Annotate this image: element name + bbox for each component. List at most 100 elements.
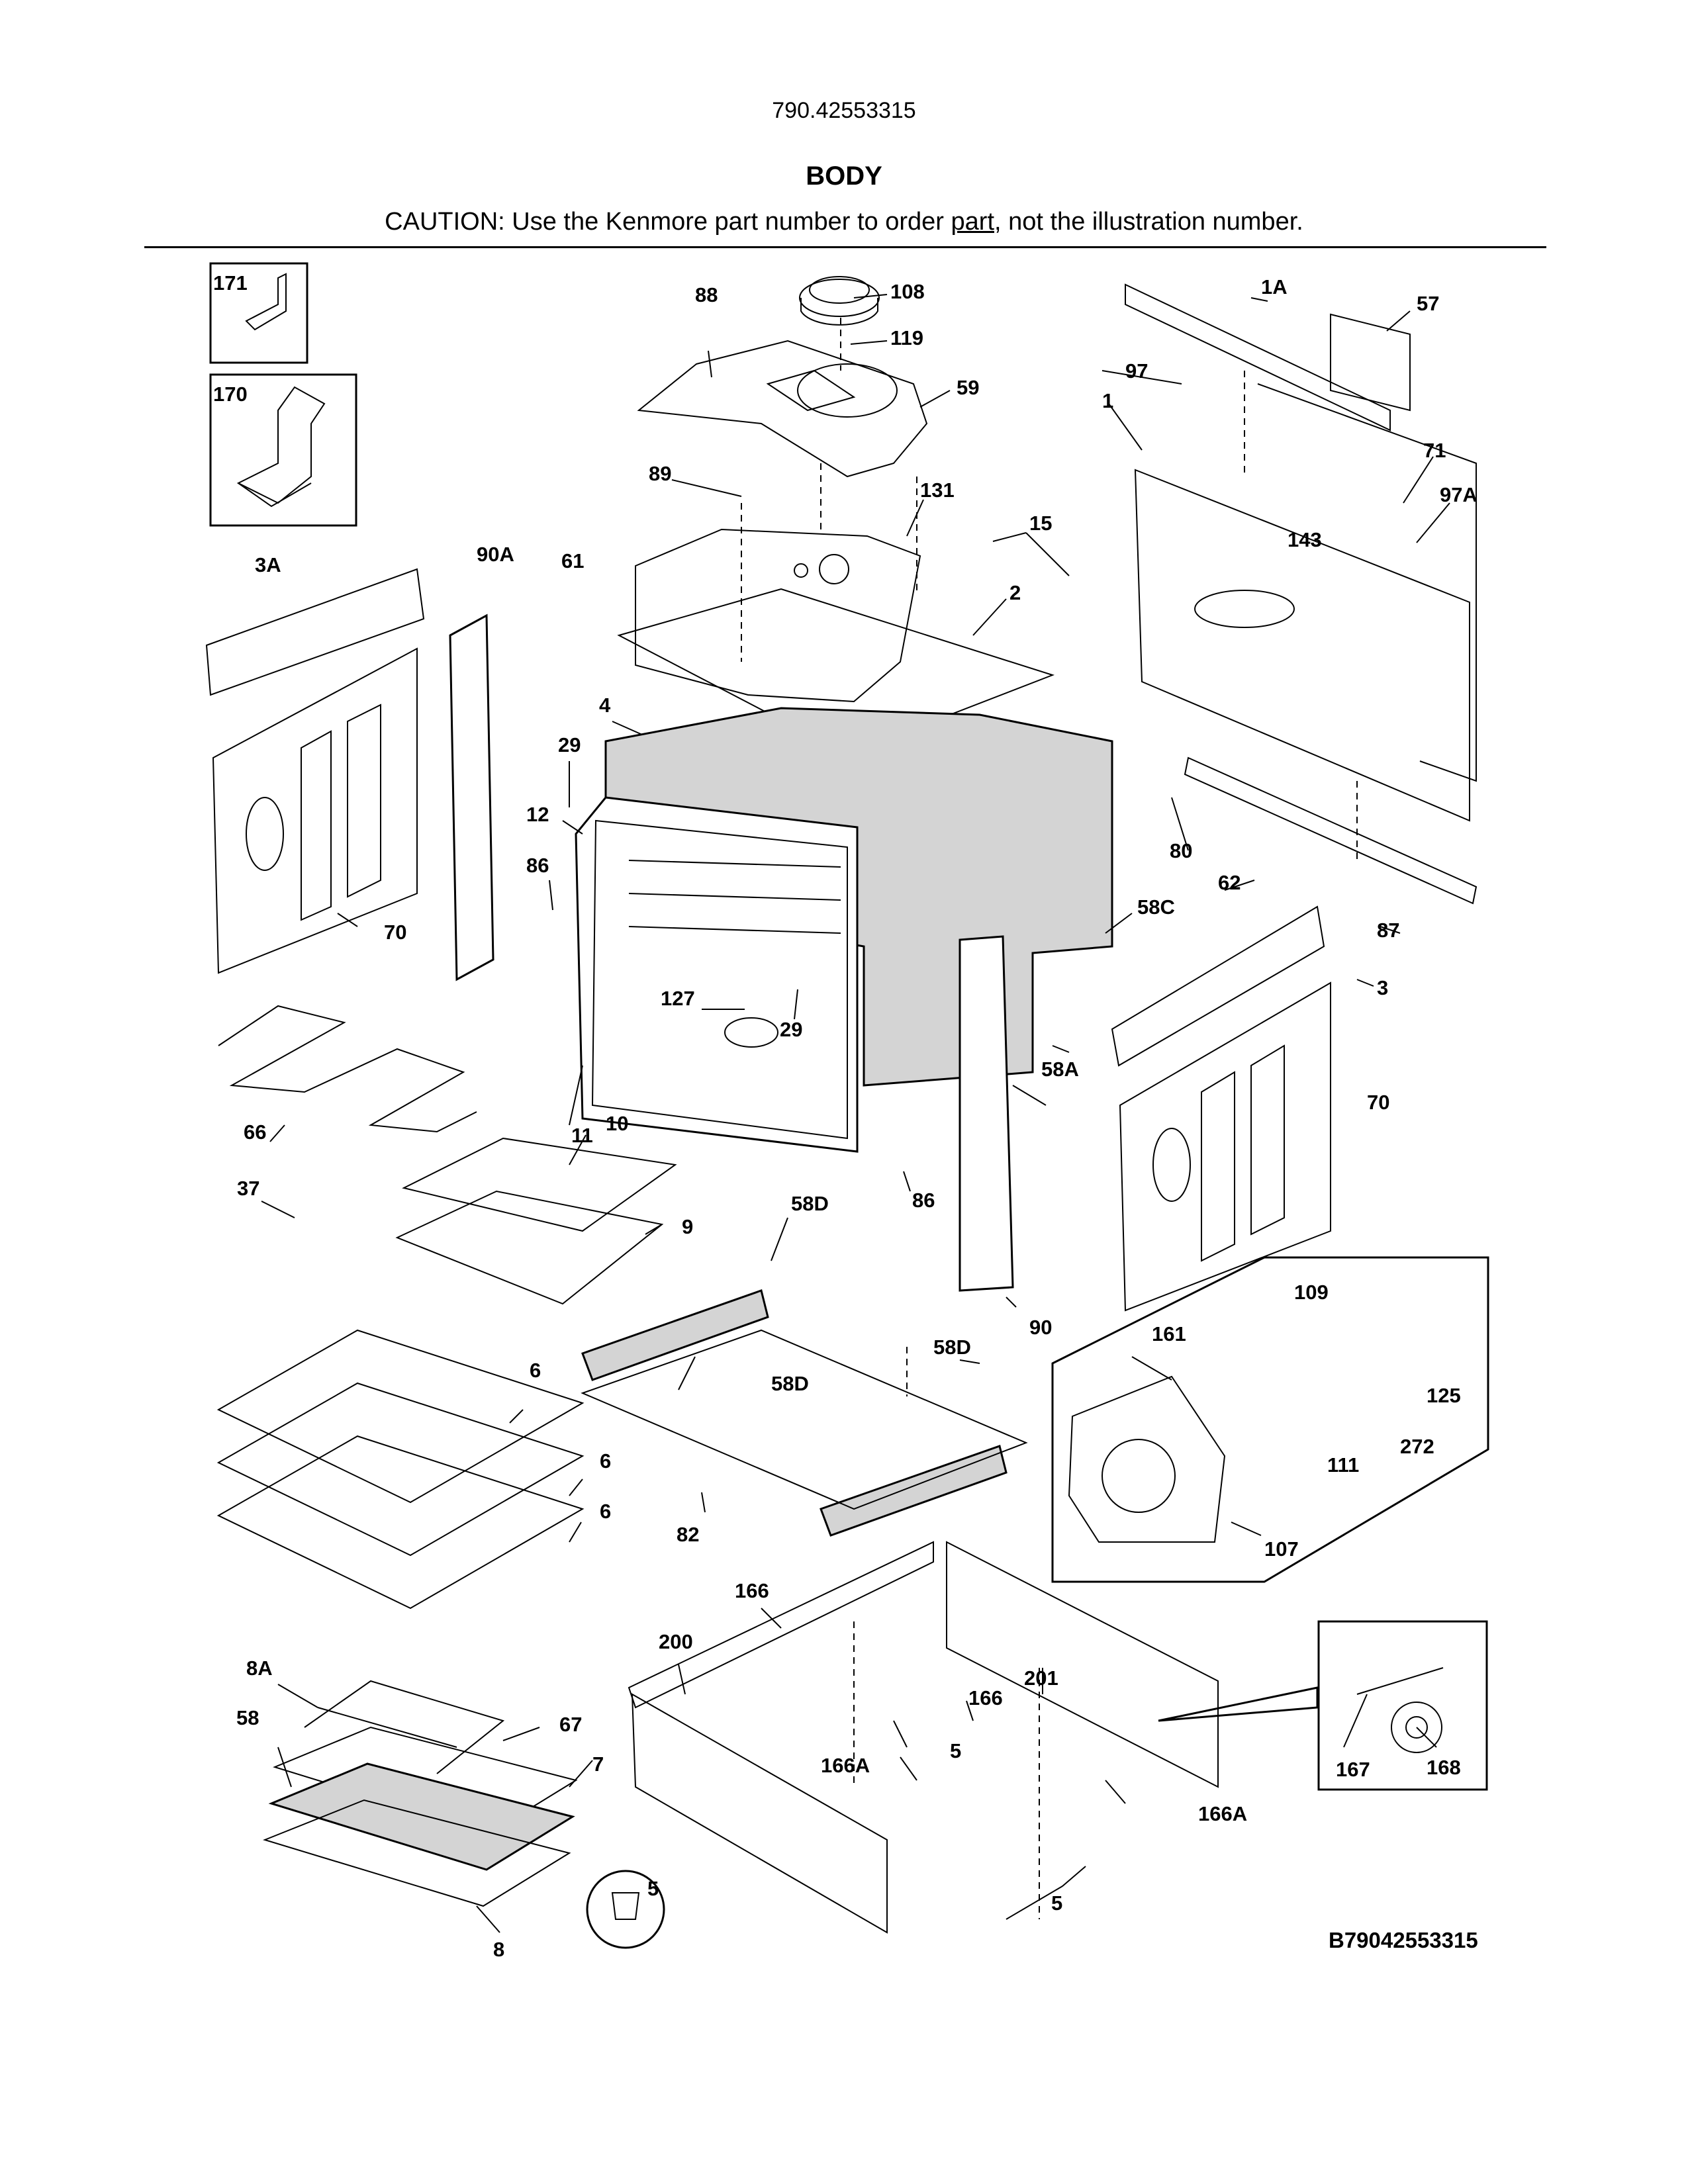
callout-125[interactable]: 125 xyxy=(1427,1384,1461,1407)
callout-62[interactable]: 62 xyxy=(1218,871,1241,894)
model-number: 790.42553315 xyxy=(772,98,916,123)
callout-61[interactable]: 61 xyxy=(561,549,585,572)
callout-131[interactable]: 131 xyxy=(920,478,955,502)
top-duct-88-59 xyxy=(637,340,928,478)
callout-3A[interactable]: 3A xyxy=(255,553,281,576)
side-panel-3 xyxy=(1111,905,1325,1067)
callout-29-lower[interactable]: 29 xyxy=(780,1018,803,1041)
callout-15[interactable]: 15 xyxy=(1029,512,1053,535)
callout-5-lower[interactable]: 5 xyxy=(1051,1891,1063,1915)
drawing-code: B79042553315 xyxy=(1329,1928,1478,1952)
callout-107[interactable]: 107 xyxy=(1264,1537,1299,1561)
callout-8[interactable]: 8 xyxy=(493,1938,505,1961)
callout-166A-right[interactable]: 166A xyxy=(1198,1802,1248,1825)
broiler-pan-10-9 xyxy=(395,1137,677,1305)
callout-12[interactable]: 12 xyxy=(526,803,549,826)
callout-11[interactable]: 11 xyxy=(571,1124,593,1147)
callout-58A[interactable]: 58A xyxy=(1041,1058,1079,1081)
callout-66[interactable]: 66 xyxy=(244,1120,267,1144)
callout-168[interactable]: 168 xyxy=(1427,1756,1461,1779)
detail-box-171 xyxy=(209,262,308,364)
callout-rack-6-bottom[interactable]: 6 xyxy=(600,1500,612,1523)
callout-143[interactable]: 143 xyxy=(1288,528,1322,551)
top-trim-1A xyxy=(1125,283,1391,432)
callout-29-upper[interactable]: 29 xyxy=(558,733,581,756)
callout-82[interactable]: 82 xyxy=(677,1523,700,1546)
callout-80[interactable]: 80 xyxy=(1170,839,1193,862)
back-panel-71 xyxy=(1257,383,1477,782)
callout-58D-center[interactable]: 58D xyxy=(771,1372,809,1395)
callout-111[interactable]: 111 xyxy=(1327,1453,1360,1477)
side-panel-70-right xyxy=(1119,981,1331,1312)
callout-37[interactable]: 37 xyxy=(237,1177,260,1200)
callout-170[interactable]: 170 xyxy=(213,383,248,406)
callout-rack-6-middle[interactable]: 6 xyxy=(600,1449,612,1473)
header-divider xyxy=(144,246,1546,248)
callout-58C[interactable]: 58C xyxy=(1137,895,1175,919)
callout-89[interactable]: 89 xyxy=(649,462,672,485)
callout-58D-right[interactable]: 58D xyxy=(933,1336,971,1359)
detail-box-convection-fan xyxy=(1051,1256,1489,1583)
callout-171[interactable]: 171 xyxy=(213,271,248,295)
caution-text: CAUTION: Use the Kenmore part number to … xyxy=(0,208,1688,236)
lower-frame-200-201 xyxy=(628,1541,1219,1934)
callout-97[interactable]: 97 xyxy=(1125,359,1149,383)
side-panel-70-left xyxy=(212,647,418,974)
bottom-panels-58-7-8 xyxy=(262,1726,578,1907)
callout-57[interactable]: 57 xyxy=(1417,292,1440,315)
callout-58D-top[interactable]: 58D xyxy=(791,1192,829,1215)
inner-top-plate-131 xyxy=(635,528,921,703)
callout-86-upper[interactable]: 86 xyxy=(526,854,549,877)
callout-10[interactable]: 10 xyxy=(606,1112,629,1135)
callout-8A[interactable]: 8A xyxy=(246,1657,273,1680)
callout-166A-left[interactable]: 166A xyxy=(821,1754,870,1777)
callout-88[interactable]: 88 xyxy=(695,283,718,306)
callout-166-right[interactable]: 166 xyxy=(968,1686,1003,1709)
callout-5-upper[interactable]: 5 xyxy=(950,1739,962,1762)
caution-link-part[interactable]: part xyxy=(951,208,994,236)
callout-109[interactable]: 109 xyxy=(1294,1281,1329,1304)
callout-67[interactable]: 67 xyxy=(559,1713,583,1736)
callout-86-lower[interactable]: 86 xyxy=(912,1189,935,1212)
callout-90[interactable]: 90 xyxy=(1029,1316,1053,1339)
callout-272[interactable]: 272 xyxy=(1400,1435,1434,1458)
side-trim-90A xyxy=(449,614,494,981)
callout-58[interactable]: 58 xyxy=(236,1706,259,1729)
callout-108[interactable]: 108 xyxy=(890,280,925,303)
callout-119[interactable]: 119 xyxy=(890,326,924,349)
callout-71[interactable]: 71 xyxy=(1423,439,1446,462)
callout-2[interactable]: 2 xyxy=(1009,581,1021,604)
leader-lines xyxy=(261,294,1450,1933)
callout-97A[interactable]: 97A xyxy=(1440,483,1477,506)
callout-1[interactable]: 1 xyxy=(1102,389,1114,412)
callout-166-left[interactable]: 166 xyxy=(735,1579,769,1602)
callout-167[interactable]: 167 xyxy=(1336,1758,1370,1781)
bake-element-8A xyxy=(304,1680,505,1774)
callout-7[interactable]: 7 xyxy=(592,1752,604,1776)
oven-racks-6 xyxy=(216,1329,585,1610)
callout-70-right[interactable]: 70 xyxy=(1367,1091,1390,1114)
callout-87[interactable]: 87 xyxy=(1377,919,1400,942)
detail-box-167-168 xyxy=(1317,1620,1488,1791)
callout-161[interactable]: 161 xyxy=(1152,1322,1186,1345)
vent-cover-57 xyxy=(1330,313,1411,412)
callout-5-leg[interactable]: 5 xyxy=(647,1877,659,1900)
callout-1A[interactable]: 1A xyxy=(1261,275,1288,298)
callout-90A[interactable]: 90A xyxy=(477,543,514,566)
callout-200[interactable]: 200 xyxy=(659,1630,693,1653)
callout-201[interactable]: 201 xyxy=(1024,1666,1058,1690)
section-title: BODY xyxy=(806,161,882,191)
caution-suffix: , not the illustration number. xyxy=(994,208,1303,236)
callout-9[interactable]: 9 xyxy=(682,1215,694,1238)
oven-cavity-insulation xyxy=(575,707,1113,1292)
callout-70-left[interactable]: 70 xyxy=(384,921,407,944)
side-panel-3A xyxy=(205,568,425,696)
callout-59[interactable]: 59 xyxy=(957,376,980,399)
callout-127[interactable]: 127 xyxy=(661,987,695,1010)
callout-rack-6-top[interactable]: 6 xyxy=(530,1359,541,1382)
callout-4[interactable]: 4 xyxy=(599,694,611,717)
detail-box-170 xyxy=(209,373,357,527)
insulation-frame-58D xyxy=(581,1289,1028,1537)
callout-3[interactable]: 3 xyxy=(1377,976,1389,999)
